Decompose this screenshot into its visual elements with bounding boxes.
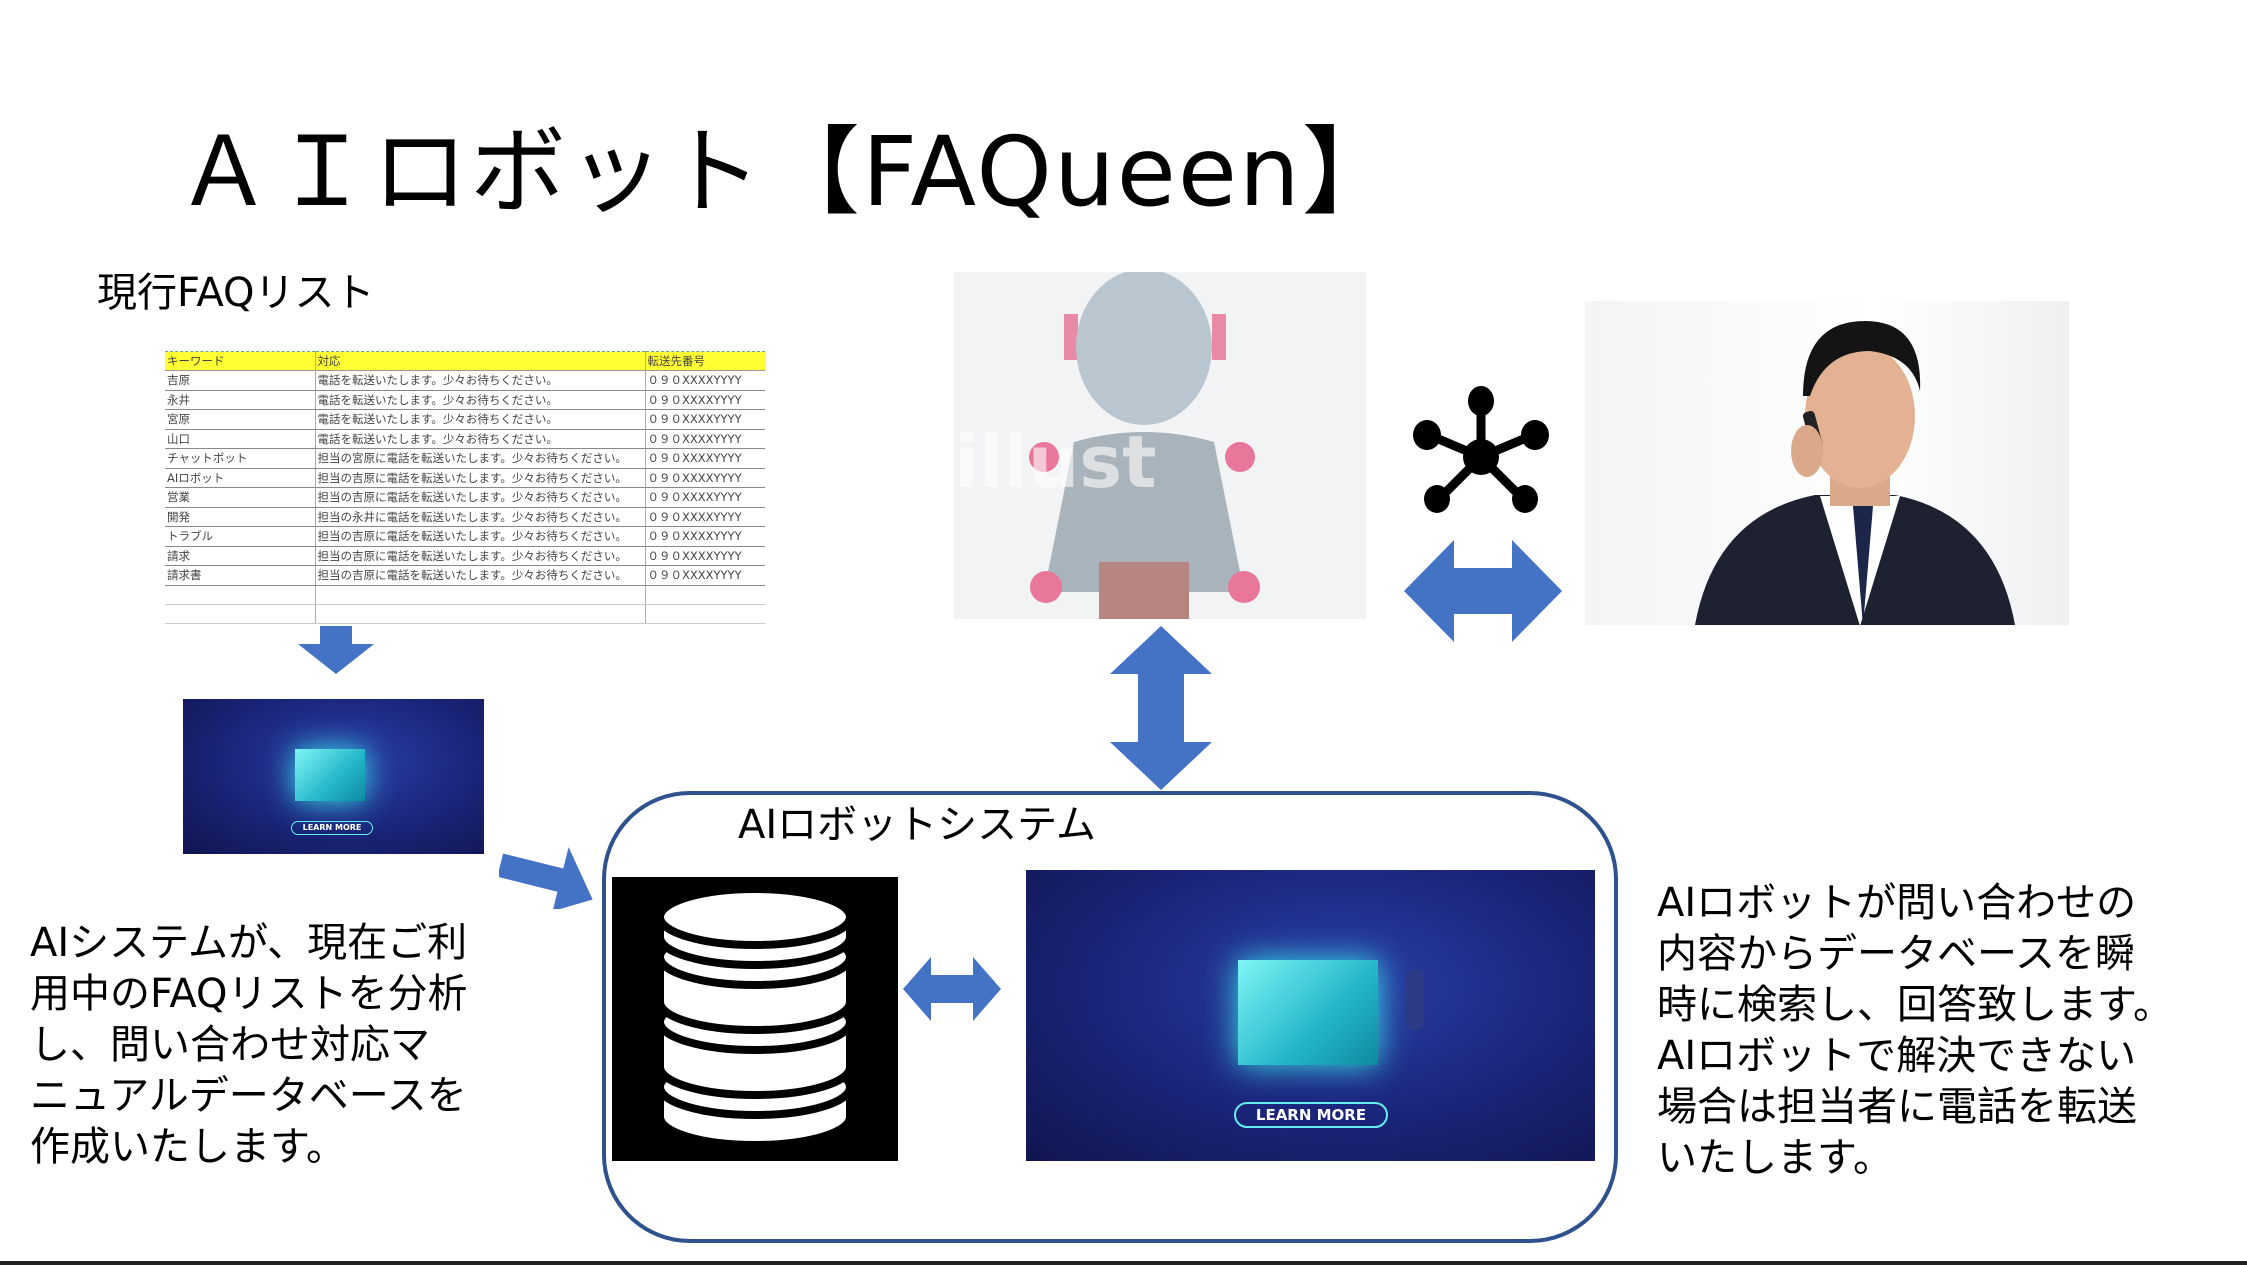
table-row: 山口電話を転送いたします。少々お待ちください。０９０XXXXYYYY — [165, 429, 765, 449]
table-cell: ０９０XXXXYYYY — [644, 487, 765, 508]
bottom-divider — [0, 1261, 2247, 1265]
table-cell — [314, 604, 645, 624]
table-cell: 請求 — [165, 546, 315, 566]
column-header: 対応 — [314, 351, 645, 371]
empty-row — [165, 585, 765, 605]
table-cell: 担当の吉原に電話を転送いたします。少々お待ちください。 — [314, 487, 645, 508]
table-row: 吉原電話を転送いたします。少々お待ちください。０９０XXXXYYYY — [165, 370, 765, 391]
table-cell: ０９０XXXXYYYY — [644, 390, 765, 410]
table-cell: ０９０XXXXYYYY — [644, 409, 765, 430]
table-cell: AIロボット — [165, 468, 315, 488]
table-cell: チャットボット — [165, 448, 315, 469]
database-icon — [612, 877, 898, 1161]
svg-text:illust: illust — [954, 420, 1157, 504]
description-line: 場合は担当者に電話を転送 — [1657, 1084, 2137, 1130]
table-cell: ０９０XXXXYYYY — [644, 565, 765, 586]
network-hub-icon — [1413, 386, 1549, 513]
table-cell: 宮原 — [165, 409, 315, 430]
table-cell: トラブル — [165, 526, 315, 547]
table-cell: 電話を転送いたします。少々お待ちください。 — [314, 409, 645, 430]
table-cell: 担当の吉原に電話を転送いたします。少々お待ちください。 — [314, 565, 645, 586]
tech-image-small: LEARN MORE — [183, 699, 484, 854]
table-row: AIロボット担当の吉原に電話を転送いたします。少々お待ちください。０９０XXXX… — [165, 468, 765, 488]
table-cell: 営業 — [165, 487, 315, 508]
table-row: チャットボット担当の宮原に電話を転送いたします。少々お待ちください。０９０XXX… — [165, 448, 765, 469]
small-double-arrow-icon — [903, 957, 1001, 1021]
table-cell: 開発 — [165, 507, 315, 527]
faq-list-label: 現行FAQリスト — [97, 270, 375, 316]
empty-row — [165, 604, 765, 624]
businessman-on-phone-image — [1585, 301, 2069, 625]
table-cell: 吉原 — [165, 370, 315, 391]
description-line: 内容からデータベースを瞬 — [1657, 931, 2135, 977]
table-cell — [165, 585, 315, 605]
table-header-row: キーワード 対応 転送先番号 — [165, 351, 765, 371]
table-cell — [165, 604, 315, 624]
description-line: AIシステムが、現在ご利 — [30, 920, 468, 966]
table-cell: ０９０XXXXYYYY — [644, 429, 765, 449]
description-line: いたします。 — [1657, 1135, 1893, 1181]
vertical-double-arrow-icon — [1110, 626, 1212, 790]
table-cell: 電話を転送いたします。少々お待ちください。 — [314, 390, 645, 410]
table-cell — [644, 585, 765, 605]
tech-image-large: LEARN MORE — [1026, 870, 1595, 1161]
robot-image: illust — [954, 272, 1366, 619]
table-row: 営業担当の吉原に電話を転送いたします。少々お待ちください。０９０XXXXYYYY — [165, 487, 765, 508]
column-header: キーワード — [165, 351, 315, 371]
description-line: ニュアルデータベースを — [30, 1073, 467, 1119]
table-cell: ０９０XXXXYYYY — [644, 468, 765, 488]
down-arrow-icon — [298, 626, 374, 674]
system-label: AIロボットシステム — [738, 802, 1096, 848]
ai-robot-system-box — [602, 791, 1618, 1243]
diagonal-arrow-icon — [499, 847, 593, 909]
table-cell — [314, 585, 645, 605]
table-cell — [644, 604, 765, 624]
table-row: 開発担当の永井に電話を転送いたします。少々お待ちください。０９０XXXXYYYY — [165, 507, 765, 527]
table-cell: 永井 — [165, 390, 315, 410]
column-header: 転送先番号 — [644, 351, 765, 371]
table-row: 宮原電話を転送いたします。少々お待ちください。０９０XXXXYYYY — [165, 409, 765, 430]
table-cell: 山口 — [165, 429, 315, 449]
table-cell: 請求書 — [165, 565, 315, 586]
description-line: AIロボットが問い合わせの — [1657, 880, 2137, 926]
table-cell: ０９０XXXXYYYY — [644, 507, 765, 527]
description-line: し、問い合わせ対応マ — [30, 1022, 430, 1068]
right-description: AIロボットが問い合わせの 内容からデータベースを瞬 時に検索し、回答致します。… — [1657, 878, 2217, 1184]
description-line: 時に検索し、回答致します。 — [1657, 982, 2173, 1028]
table-cell: 担当の永井に電話を転送いたします。少々お待ちください。 — [314, 507, 645, 527]
faq-table: キーワード 対応 転送先番号 吉原電話を転送いたします。少々お待ちください。０９… — [165, 351, 765, 624]
table-row: 請求担当の吉原に電話を転送いたします。少々お待ちください。０９０XXXXYYYY — [165, 546, 765, 566]
learn-more-button: LEARN MORE — [291, 821, 373, 835]
table-cell: 担当の吉原に電話を転送いたします。少々お待ちください。 — [314, 468, 645, 488]
page-title: ＡＩロボット【FAQueen】 — [176, 116, 1400, 228]
table-cell: ０９０XXXXYYYY — [644, 448, 765, 469]
table-cell: ０９０XXXXYYYY — [644, 546, 765, 566]
table-cell: 担当の吉原に電話を転送いたします。少々お待ちください。 — [314, 526, 645, 547]
table-cell: 電話を転送いたします。少々お待ちください。 — [314, 370, 645, 391]
table-row: 永井電話を転送いたします。少々お待ちください。０９０XXXXYYYY — [165, 390, 765, 410]
table-cell: ０９０XXXXYYYY — [644, 526, 765, 547]
table-cell: 電話を転送いたします。少々お待ちください。 — [314, 429, 645, 449]
description-line: 用中のFAQリストを分析 — [30, 971, 468, 1017]
table-row: トラブル担当の吉原に電話を転送いたします。少々お待ちください。０９０XXXXYY… — [165, 526, 765, 547]
learn-more-button: LEARN MORE — [1234, 1102, 1388, 1128]
description-line: AIロボットで解決できない — [1657, 1033, 2137, 1079]
left-description: AIシステムが、現在ご利 用中のFAQリストを分析 し、問い合わせ対応マ ニュア… — [30, 918, 530, 1173]
table-cell: ０９０XXXXYYYY — [644, 370, 765, 391]
table-cell: 担当の吉原に電話を転送いたします。少々お待ちください。 — [314, 546, 645, 566]
table-cell: 担当の宮原に電話を転送いたします。少々お待ちください。 — [314, 448, 645, 469]
description-line: 作成いたします。 — [30, 1124, 346, 1170]
horizontal-double-arrow-icon — [1404, 540, 1562, 642]
table-row: 請求書担当の吉原に電話を転送いたします。少々お待ちください。０９０XXXXYYY… — [165, 565, 765, 586]
